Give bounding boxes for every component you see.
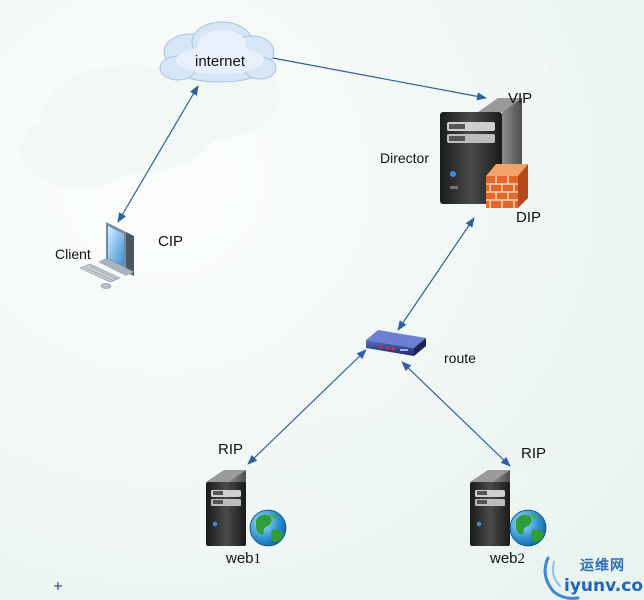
firewall-icon: [486, 164, 528, 208]
web1-label: web1: [226, 550, 261, 568]
web2-server-icon: [470, 470, 510, 546]
client-label: Client: [55, 246, 91, 262]
internet-label: internet: [195, 53, 246, 70]
link-router-web2: [401, 361, 511, 467]
director-label: Director: [380, 150, 430, 166]
watermark-logo: 运维网 iyunv.com: [540, 552, 644, 600]
vip-label: VIP: [508, 90, 533, 107]
link-internet-director: [261, 53, 487, 101]
watermark-text-en: iyunv.com: [564, 576, 644, 596]
link-router-web1: [247, 349, 367, 465]
watermark-text-cn: 运维网: [580, 558, 625, 574]
web1-globe-icon: [249, 509, 287, 547]
link-director-router: [397, 217, 475, 331]
watermark-swoosh-icon: [543, 556, 580, 600]
web1-index: 1: [253, 551, 262, 567]
cip-label: CIP: [158, 233, 184, 250]
client-computer-icon: [79, 222, 134, 289]
web2-label: web2: [490, 550, 525, 568]
link-internet-client: [117, 85, 199, 223]
route-label: route: [444, 350, 476, 366]
router-icon: [366, 330, 426, 356]
cloud-icon: [159, 21, 277, 83]
web2-index: 2: [517, 551, 526, 567]
web2-globe-icon: [509, 509, 547, 547]
web2-rip-label: RIP: [521, 445, 547, 462]
links: [117, 53, 511, 467]
dip-label: DIP: [516, 209, 542, 226]
web1-rip-label: RIP: [218, 441, 244, 458]
web2-name: web: [490, 550, 518, 567]
web1-server-icon: [206, 470, 246, 546]
crosshair-icon: [54, 582, 62, 590]
web1-name: web: [226, 550, 254, 567]
